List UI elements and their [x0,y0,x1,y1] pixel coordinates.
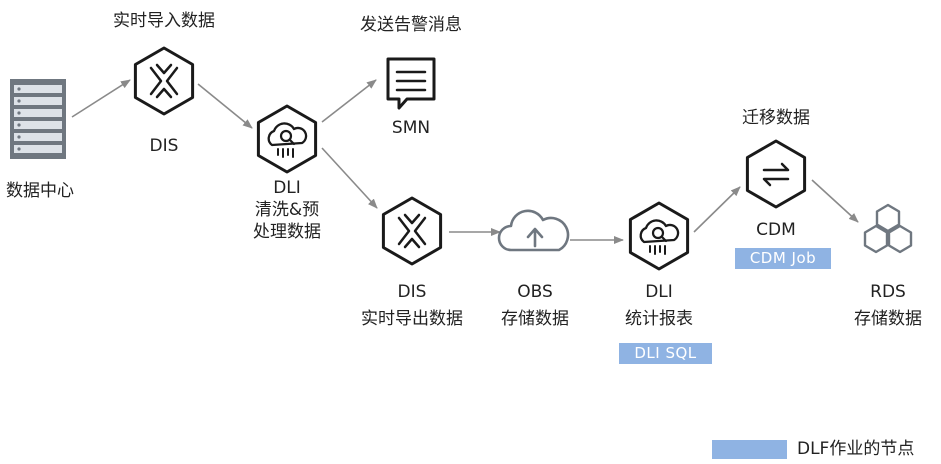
dli-stat-name: DLI [645,282,673,302]
dis-export-caption: 实时导出数据 [361,309,463,329]
dli-clean-line3: 处理数据 [253,222,321,242]
cdm-name: CDM [756,220,796,240]
dli-clean-name: DLI [273,178,301,198]
cdm-icon [745,139,807,209]
arrow-dli-stat-to-cdm [693,186,741,233]
arrow-cdm-to-rds [811,179,859,223]
obs-caption: 存储数据 [501,309,569,329]
server-icon [10,79,66,159]
rds-caption: 存储数据 [854,309,922,329]
dis-import-caption: 实时导入数据 [113,11,215,31]
smn-caption: 发送告警消息 [360,15,462,35]
legend-label: DLF作业的节点 [797,439,915,459]
rds-name: RDS [870,282,906,302]
arrow-dli-to-smn [321,79,377,123]
arrow-datacenter-to-dis [71,79,131,118]
smn-message-icon [386,57,436,110]
dli-stat-caption: 统计报表 [625,309,693,329]
smn-name: SMN [391,118,431,138]
dli-clean-line2: 清洗&预 [254,200,320,220]
arrow-dis-to-dli [197,83,253,129]
datacenter-label: 数据中心 [6,181,74,201]
obs-cloud-icon [497,209,570,252]
dli-stat-icon [628,201,690,271]
dis-import-icon [133,46,195,116]
cdm-job-tag: CDM Job [735,248,831,269]
flow-arrows [71,79,859,244]
dli-sql-tag: DLI SQL [619,343,712,364]
dis-import-name: DIS [149,136,179,156]
arrow-dli-to-dis-out [321,147,378,209]
rds-icon [863,203,913,254]
obs-name: OBS [517,282,553,302]
dis-export-name: DIS [397,282,427,302]
legend-swatch [712,440,787,459]
dli-clean-icon [256,104,318,174]
cdm-caption: 迁移数据 [742,108,810,128]
dis-export-icon [381,196,443,266]
